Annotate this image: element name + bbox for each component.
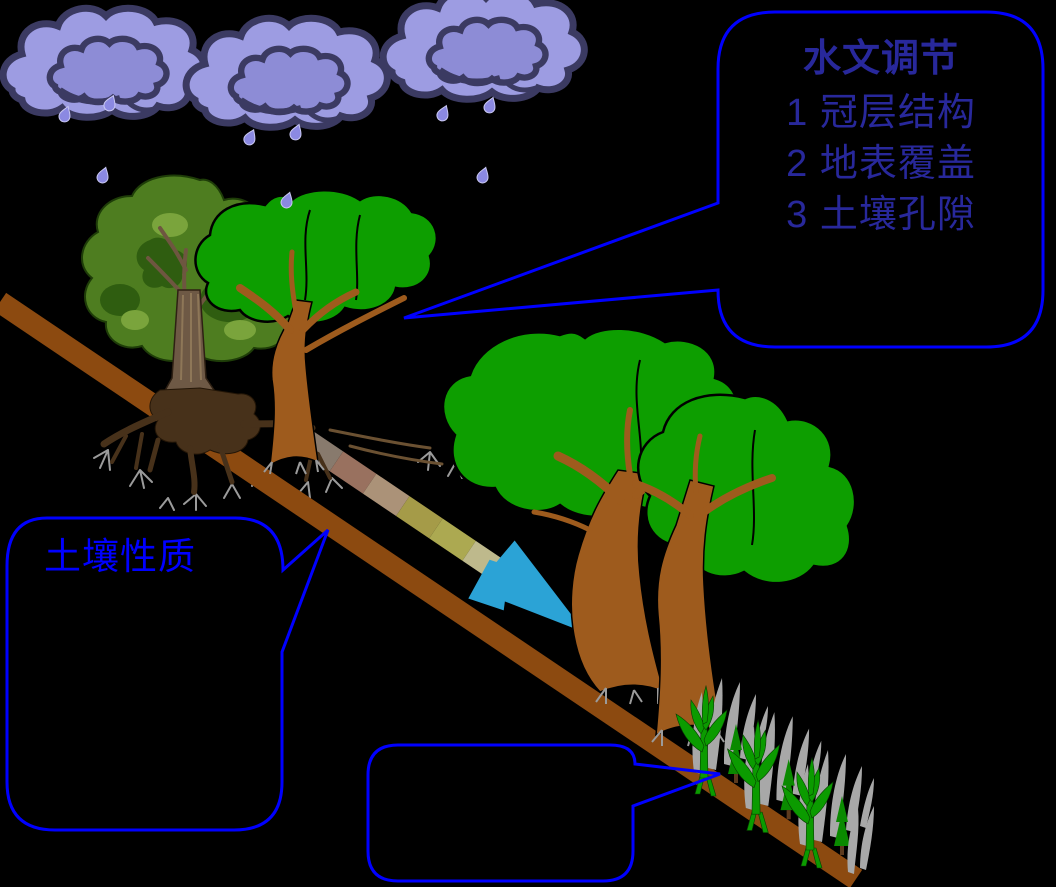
rain-cloud-icon bbox=[186, 18, 387, 127]
rain-cloud-icon bbox=[3, 8, 204, 117]
raindrop-icon bbox=[475, 165, 492, 185]
callouts bbox=[5, 10, 1045, 883]
raindrop-icon bbox=[95, 165, 112, 185]
cloud-curl bbox=[504, 80, 537, 93]
tree-branches bbox=[632, 433, 776, 519]
tree-canopy bbox=[194, 189, 439, 325]
gradient-segment bbox=[362, 473, 410, 517]
broadleaf-tree-icon bbox=[632, 393, 857, 747]
trunk-base-rootlets bbox=[595, 687, 667, 705]
gradient-segment bbox=[429, 518, 476, 561]
hillslope-band bbox=[0, 292, 863, 887]
raindrop-icon bbox=[241, 127, 260, 148]
cloud-curl bbox=[307, 110, 340, 123]
callout-hydrology-bubble bbox=[403, 10, 1045, 349]
gradient-segment bbox=[329, 451, 377, 494]
tree-branches bbox=[236, 249, 407, 353]
trunk-streaks bbox=[180, 293, 202, 382]
grass-gray-tuft bbox=[847, 806, 874, 874]
cloud-curl bbox=[126, 100, 159, 113]
canopy-seam bbox=[751, 429, 756, 546]
grass-tuft-icon bbox=[675, 677, 875, 874]
callout-soil-bubble bbox=[5, 516, 330, 832]
runoff-arrow-icon bbox=[468, 540, 586, 633]
gradient-segment bbox=[396, 496, 443, 539]
rain-cloud-icon bbox=[383, 0, 584, 99]
cloud-swirl bbox=[239, 97, 302, 115]
cloud-swirl bbox=[438, 67, 501, 85]
broadleaf-tree-icon bbox=[194, 189, 439, 475]
tree-trunk bbox=[655, 479, 723, 737]
callout-note-bubble bbox=[366, 743, 721, 883]
trunk-base-rootlets bbox=[263, 459, 325, 475]
raindrop-icon bbox=[434, 103, 452, 124]
